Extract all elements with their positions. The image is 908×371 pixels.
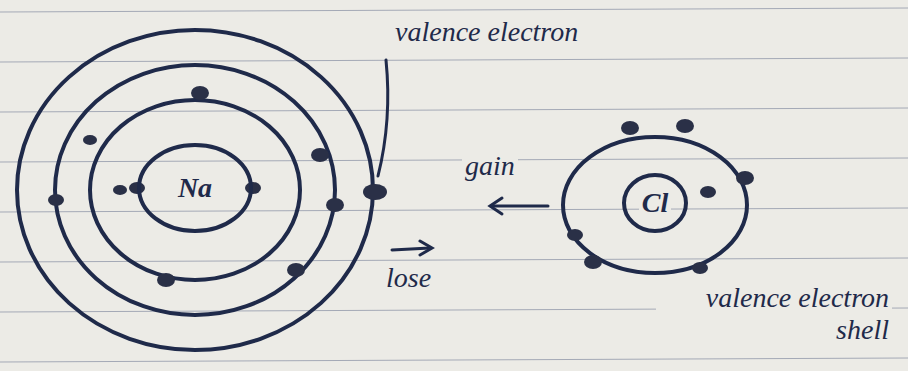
ruled-lines <box>0 8 908 362</box>
element-symbol: Na <box>175 172 215 204</box>
na-shells <box>17 30 373 350</box>
annotation-label: valence electron <box>392 16 581 48</box>
na-electrons <box>48 86 387 287</box>
cl-shell <box>563 137 747 273</box>
annotation-label: lose <box>383 262 434 294</box>
gain-arrowhead <box>490 198 502 214</box>
gain-arrow <box>492 205 548 208</box>
valence-leader <box>378 60 388 176</box>
annotation-label: gain <box>462 150 518 182</box>
nucleus-circle: Na <box>137 143 253 233</box>
lose-arrow <box>392 248 430 250</box>
cl-electrons <box>567 119 754 274</box>
nucleus-circle: Cl <box>622 173 688 233</box>
leader-arrows <box>378 60 548 255</box>
element-symbol: Cl <box>639 187 671 219</box>
lose-arrowhead <box>420 241 432 255</box>
annotation-label: valence electron shell <box>656 282 892 346</box>
